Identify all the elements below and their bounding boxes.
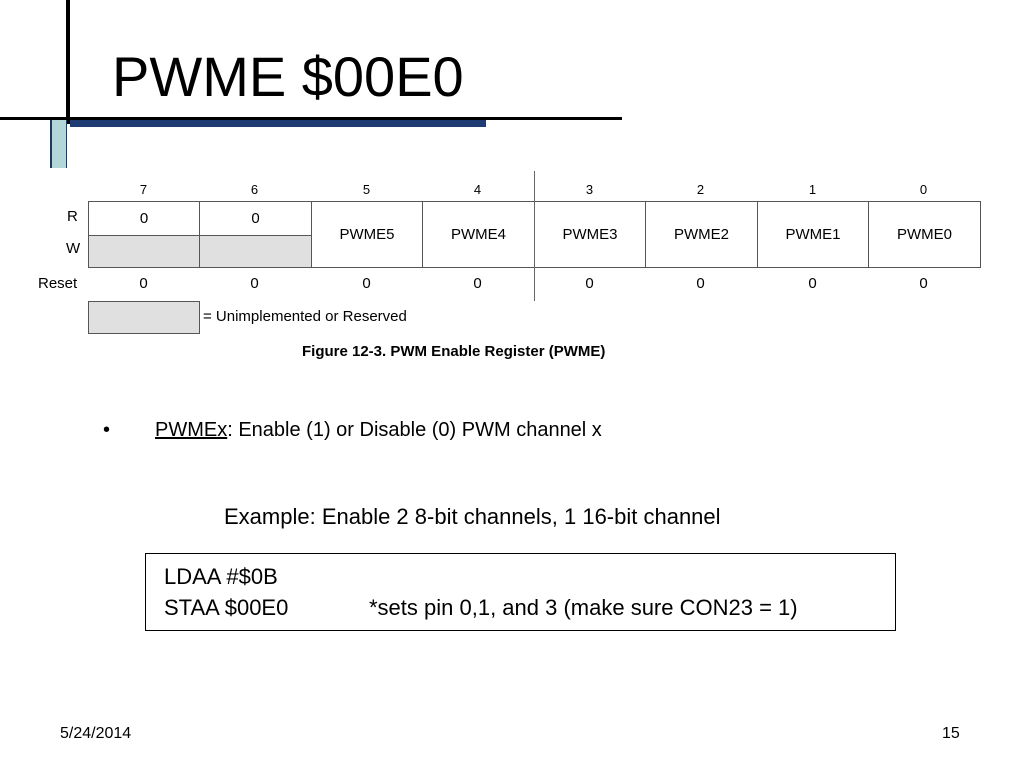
bit7-cell: 0 [89, 202, 200, 267]
register-byte-divider [534, 171, 535, 301]
bit6-read-value: 0 [200, 202, 311, 236]
reset-value: 0 [808, 275, 817, 292]
bit-number: 6 [250, 182, 259, 197]
legend-swatch [88, 301, 200, 334]
bullet-text: PWMEx: Enable (1) or Disable (0) PWM cha… [155, 418, 602, 442]
code-box [145, 553, 896, 631]
code-line: LDAA #$0B [164, 564, 278, 589]
frame-horizontal-line [0, 117, 622, 120]
frame-accent-block [50, 120, 67, 168]
bit7-read-value: 0 [89, 202, 199, 236]
reset-value: 0 [473, 275, 482, 292]
bit6-cell: 0 [200, 202, 312, 267]
slide-page-number: 15 [942, 725, 960, 742]
legend-label: = Unimplemented or Reserved [203, 308, 407, 325]
bit-number: 2 [696, 182, 705, 197]
slide-date: 5/24/2014 [60, 725, 132, 742]
field-pwme0: PWME0 [896, 226, 952, 243]
field-pwme1: PWME1 [758, 202, 869, 267]
frame-vertical-line [66, 0, 70, 124]
field-pwme2: PWME2 [646, 202, 758, 267]
bit-number: 0 [919, 182, 928, 197]
bullet-marker: • [103, 419, 111, 441]
bit-number: 3 [585, 182, 594, 197]
bullet-term: PWMEx [155, 419, 228, 441]
field-pwme5: PWME5 [312, 202, 423, 267]
reset-value: 0 [696, 275, 705, 292]
field-pwme4: PWME4 [423, 202, 535, 267]
bit7-write-reserved [89, 236, 199, 267]
bit6-write-reserved [200, 236, 311, 267]
row-label-write: W [66, 240, 81, 257]
reset-value: 0 [585, 275, 594, 292]
bit-number: 4 [473, 182, 482, 197]
bit-number: 1 [808, 182, 817, 197]
code-line: STAA $00E0 [164, 595, 289, 620]
reset-value: 0 [362, 275, 371, 292]
row-label-reset: Reset [38, 275, 78, 292]
title-underline-bar [70, 120, 486, 127]
bit-number: 7 [139, 182, 148, 197]
code-comment: *sets pin 0,1, and 3 (make sure CON23 = … [369, 595, 798, 620]
example-heading: Example: Enable 2 8-bit channels, 1 16-b… [224, 504, 721, 529]
slide-title: PWME $00E0 [112, 45, 464, 108]
bullet-description: : Enable (1) or Disable (0) PWM channel … [227, 419, 602, 441]
row-label-read: R [67, 208, 78, 225]
reset-value: 0 [250, 275, 259, 292]
field-pwme3: PWME3 [535, 202, 646, 267]
figure-caption: Figure 12-3. PWM Enable Register (PWME) [302, 343, 606, 360]
reset-value: 0 [919, 275, 928, 292]
reset-value: 0 [139, 275, 148, 292]
bit-number: 5 [362, 182, 371, 197]
register-grid: 0 0 PWME5 PWME4 PWME3 PWME2 PWME1 PWME0 [88, 201, 981, 268]
